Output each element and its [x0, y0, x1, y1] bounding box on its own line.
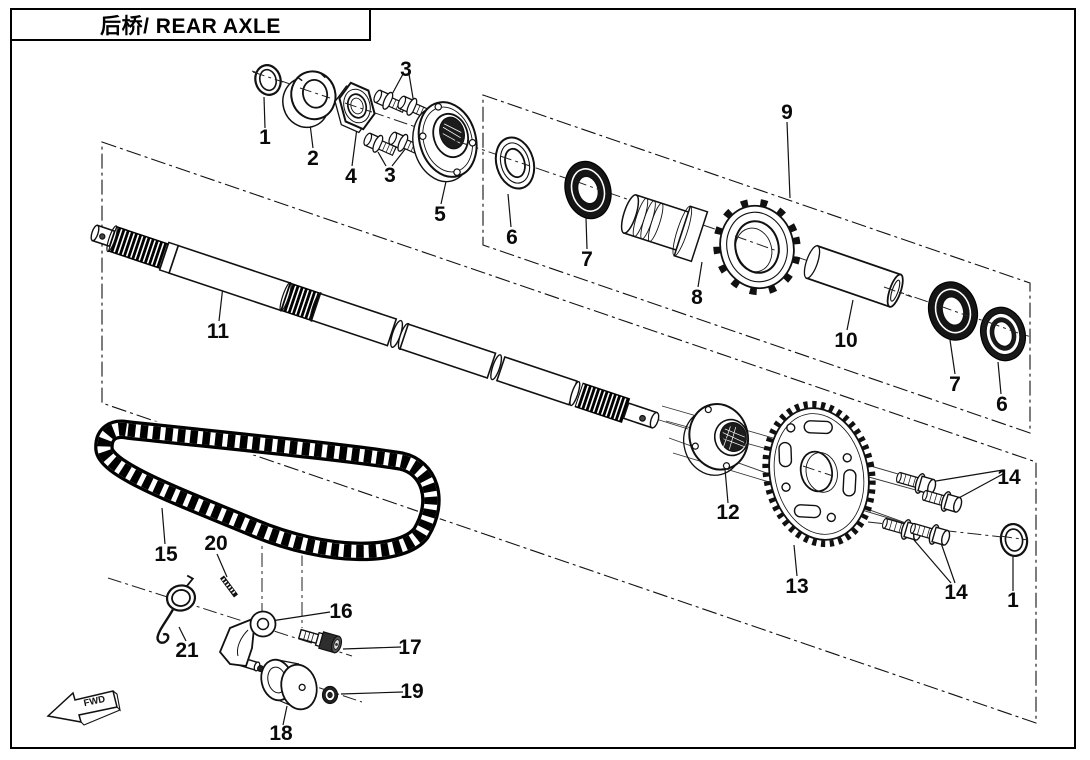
- callout-1-left: 1: [259, 126, 271, 149]
- part-10-spacer: [803, 244, 904, 308]
- part-21-spring-clip: [156, 574, 197, 644]
- assembly-boxes: [101, 94, 1037, 724]
- part-20-pin: [219, 575, 239, 598]
- part-7-bearing-right: [927, 281, 979, 341]
- part-5-hub-flange: [412, 101, 478, 183]
- callout-6-left: 6: [506, 226, 518, 249]
- callout-11: 11: [207, 320, 230, 343]
- callout-15: 15: [154, 543, 178, 566]
- fwd-direction-arrow: FWD: [46, 690, 121, 726]
- diagram-border: [10, 8, 1076, 749]
- callout-20: 20: [204, 532, 227, 555]
- callout-1-right: 1: [1007, 589, 1019, 612]
- callout-13: 13: [785, 575, 808, 598]
- part-13-sprocket: [762, 400, 876, 548]
- callout-10: 10: [834, 329, 857, 352]
- fwd-label: FWD: [83, 694, 107, 709]
- part-19-washer: [321, 685, 339, 705]
- part-11-axle-shaft: [90, 224, 660, 429]
- part-7-bearing-left: [564, 160, 612, 220]
- page-title: 后桥/ REAR AXLE: [10, 8, 371, 41]
- callout-19: 19: [400, 680, 423, 703]
- callout-14-top: 14: [997, 466, 1021, 489]
- callout-4: 4: [345, 165, 357, 188]
- part-2-slotted-nut: [282, 70, 337, 129]
- callout-14-bottom: 14: [944, 581, 968, 604]
- callout-3-bottom: 3: [384, 164, 396, 187]
- callout-labels: 1 2 3 4 3 5 6 7 8 9 10 7 6 11 12 13 14 1…: [154, 58, 1021, 745]
- part-1-washer-left: [254, 64, 282, 96]
- bolt-14d: [910, 522, 951, 546]
- carrier-assembly-box: [482, 94, 1031, 434]
- part-6-oil-seal-left: [494, 136, 536, 190]
- part-15-drive-chain: [92, 417, 443, 563]
- part-8-axle-carrier: [620, 193, 801, 296]
- callout-17: 17: [398, 636, 421, 659]
- callout-18: 18: [269, 722, 293, 745]
- callout-6-right: 6: [996, 393, 1008, 416]
- part-16-adjuster-arm: [218, 610, 277, 673]
- part-14-bolts: [882, 471, 963, 546]
- part-4-hex-nut: [334, 81, 376, 134]
- part-6-oil-seal-right: [979, 306, 1027, 362]
- callout-16: 16: [329, 600, 352, 623]
- part-17-adjuster-bolt: [297, 628, 343, 654]
- callout-8: 8: [691, 286, 703, 309]
- callout-21: 21: [175, 639, 199, 662]
- callout-5: 5: [434, 203, 446, 226]
- callout-7-left: 7: [581, 248, 593, 271]
- bolt-14a: [896, 471, 937, 495]
- callout-3-top: 3: [400, 58, 412, 81]
- bolt-14b: [922, 489, 963, 513]
- callout-2: 2: [307, 147, 319, 170]
- bolt-3c: [363, 132, 397, 157]
- part-3-bolts: [363, 89, 431, 157]
- part-1-washer-right: [999, 522, 1029, 558]
- callout-9: 9: [781, 101, 793, 124]
- centerline-overlays: [252, 71, 1029, 541]
- part-12-sprocket-hub: [683, 403, 749, 476]
- part-18-chain-roller: [260, 658, 318, 711]
- callout-12: 12: [716, 501, 739, 524]
- callout-7-right: 7: [949, 373, 961, 396]
- lower-assembly-box: [101, 141, 1037, 724]
